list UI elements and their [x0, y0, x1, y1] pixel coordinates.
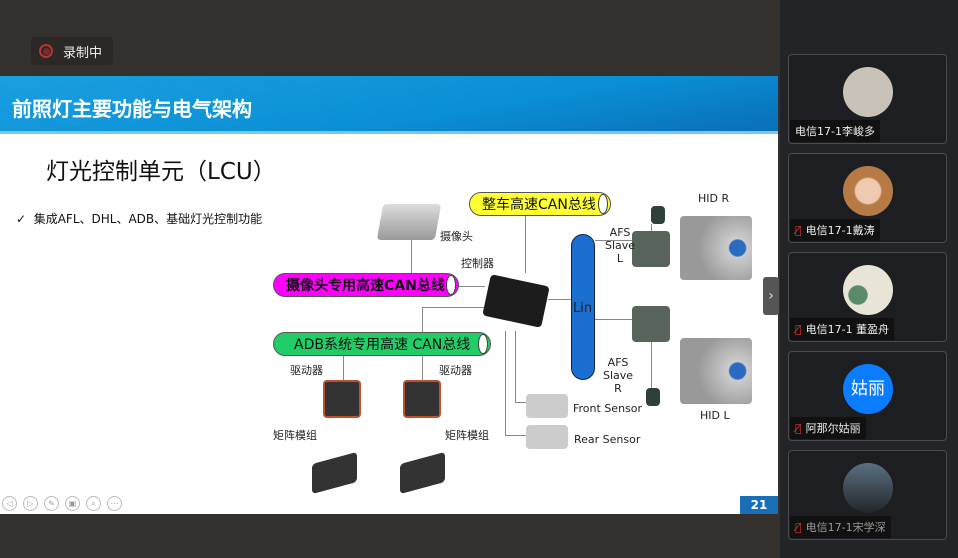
- connector: [343, 356, 344, 380]
- pen-icon[interactable]: ✎: [44, 496, 59, 511]
- bullet-text: 集成AFL、DHL、ADB、基础灯光控制功能: [33, 212, 263, 226]
- participant-name: 电信17-1李峻多: [795, 125, 875, 138]
- zoom-icon[interactable]: ⌕: [86, 496, 101, 511]
- expand-panel-button[interactable]: ›: [763, 277, 779, 315]
- slide-title: 前照灯主要功能与电气架构: [12, 97, 252, 121]
- motor-r: [646, 388, 660, 406]
- matrix-label-1: 矩阵模组: [273, 429, 317, 442]
- participant-tile[interactable]: 🎙̸电信17-1宋学深: [788, 450, 947, 540]
- avatar: 姑丽: [843, 364, 893, 414]
- connector: [505, 331, 506, 435]
- avatar: [843, 463, 893, 513]
- lin-bus: [571, 234, 595, 380]
- connector: [548, 299, 572, 300]
- controller-image: [482, 274, 550, 328]
- camera-label: 摄像头: [440, 230, 473, 243]
- check-icon: ✓: [16, 212, 27, 226]
- vehicle-can-bus: 整车高速CAN总线: [469, 192, 611, 216]
- rear-sensor-label: Rear Sensor: [574, 433, 641, 446]
- adb-can-label: ADB系统专用高速 CAN总线: [294, 337, 471, 353]
- camera-can-label: 摄像头专用高速CAN总线: [286, 278, 445, 294]
- front-sensor-label: Front Sensor: [573, 402, 643, 415]
- vehicle-can-label: 整车高速CAN总线: [482, 197, 596, 213]
- participant-name: 电信17-1 董盈舟: [805, 323, 890, 336]
- hid-l-label: HID L: [700, 409, 730, 422]
- hid-r-lamp: [680, 216, 752, 280]
- connector: [505, 435, 527, 436]
- driver-image-2: [403, 380, 441, 418]
- hid-l-lamp: [680, 338, 752, 404]
- afs-actuator-l: [632, 231, 670, 267]
- participant-name: 电信17-1戴涛: [805, 224, 875, 237]
- afs-slave-r-label: AFS Slave R: [602, 356, 634, 395]
- afs-slave-l-label: AFS Slave L: [604, 226, 636, 265]
- driver-label-2: 驱动器: [439, 364, 472, 377]
- avatar: [843, 265, 893, 315]
- connector: [595, 240, 635, 241]
- slide-nav-toolbar: ◁ ▷ ✎ ▣ ⌕ ⋯: [2, 496, 122, 511]
- connector: [515, 331, 516, 402]
- adb-can-bus: ADB系统专用高速 CAN总线: [273, 332, 491, 356]
- connector: [595, 319, 635, 320]
- controller-label: 控制器: [461, 257, 494, 270]
- slide-title-band: 前照灯主要功能与电气架构: [0, 76, 778, 134]
- connector: [455, 286, 485, 287]
- rear-sensor-image: [526, 425, 568, 449]
- participant-tile[interactable]: 🎙̸电信17-1戴涛: [788, 153, 947, 243]
- camera-image: [376, 204, 442, 240]
- participant-name: 电信17-1宋学深: [805, 521, 886, 534]
- recording-indicator[interactable]: 录制中: [31, 37, 113, 65]
- connector: [515, 402, 527, 403]
- avatar: [843, 67, 893, 117]
- motor-l: [651, 206, 665, 224]
- hid-r-label: HID R: [698, 192, 730, 205]
- mic-muted-icon: 🎙̸: [795, 322, 802, 336]
- matrix-module-2: [400, 451, 445, 495]
- mic-muted-icon: 🎙̸: [795, 421, 802, 435]
- slide-subtitle: 灯光控制单元（LCU）: [46, 159, 276, 185]
- bullet-item: ✓ 集成AFL、DHL、ADB、基础灯光控制功能: [16, 210, 262, 227]
- record-icon: [39, 44, 53, 58]
- prev-icon[interactable]: ◁: [2, 496, 17, 511]
- mic-muted-icon: 🎙̸: [795, 520, 802, 534]
- matrix-module-1: [312, 451, 357, 495]
- participants-panel: 电信17-1李峻多 🎙̸电信17-1戴涛 🎙̸电信17-1 董盈舟 姑丽 🎙̸阿…: [780, 0, 958, 558]
- connector: [422, 356, 423, 380]
- camera-can-bus: 摄像头专用高速CAN总线: [273, 273, 459, 297]
- mic-muted-icon: 🎙̸: [795, 223, 802, 237]
- connector: [411, 226, 412, 274]
- connector: [525, 213, 526, 273]
- lin-label: Lin: [573, 301, 593, 316]
- participant-name: 阿那尔姑丽: [805, 422, 861, 435]
- connector: [422, 307, 502, 308]
- recording-label: 录制中: [63, 45, 103, 61]
- slides-icon[interactable]: ▣: [65, 496, 80, 511]
- next-icon[interactable]: ▷: [23, 496, 38, 511]
- participant-tile[interactable]: 🎙̸电信17-1 董盈舟: [788, 252, 947, 342]
- participant-tile[interactable]: 姑丽 🎙̸阿那尔姑丽: [788, 351, 947, 441]
- connector: [422, 307, 423, 337]
- avatar: [843, 166, 893, 216]
- more-icon[interactable]: ⋯: [107, 496, 122, 511]
- front-sensor-image: [526, 394, 568, 418]
- participant-tile[interactable]: 电信17-1李峻多: [788, 54, 947, 144]
- driver-label-1: 驱动器: [290, 364, 323, 377]
- connector: [651, 338, 652, 392]
- presentation-slide: 前照灯主要功能与电气架构 灯光控制单元（LCU） ✓ 集成AFL、DHL、ADB…: [0, 76, 778, 514]
- chevron-right-icon: ›: [768, 288, 774, 304]
- afs-actuator-r: [632, 306, 670, 342]
- driver-image-1: [323, 380, 361, 418]
- matrix-label-2: 矩阵模组: [445, 429, 489, 442]
- page-number: 21: [740, 496, 778, 514]
